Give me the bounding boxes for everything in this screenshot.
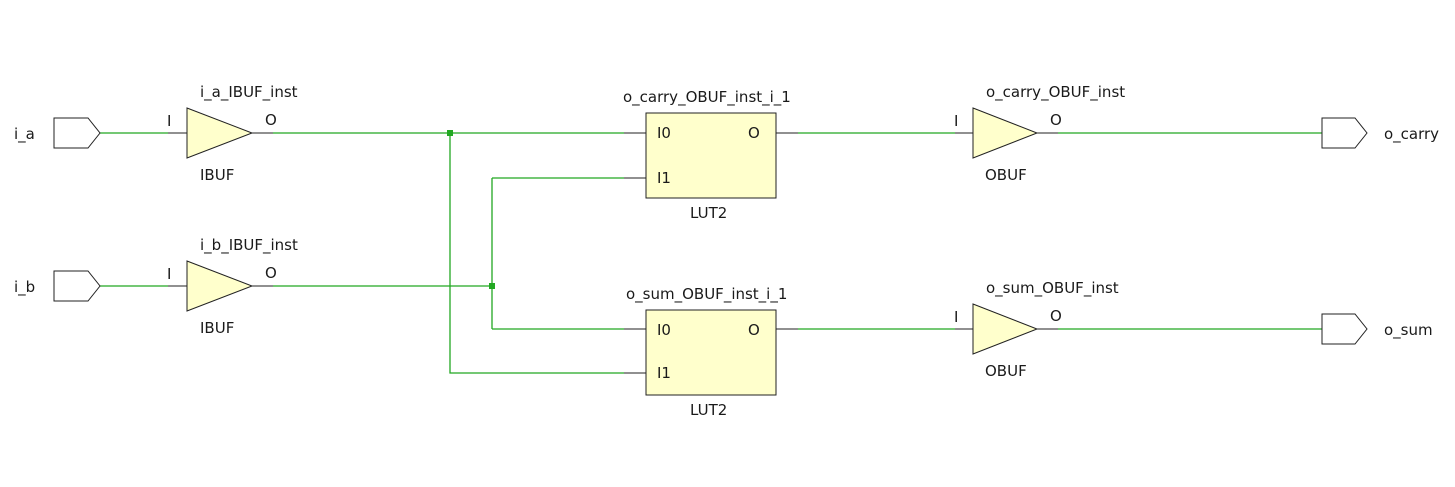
pin-label-out: O	[748, 321, 760, 339]
cell-instance-name: i_b_IBUF_inst	[200, 236, 298, 255]
pin-label-in: I	[954, 308, 958, 326]
pin-label-i1: I1	[657, 169, 671, 187]
lut-box	[645, 309, 777, 396]
input-port-i-b[interactable]: i_b	[14, 270, 101, 302]
junction-dot	[489, 283, 495, 289]
pin-label-in: I	[167, 265, 171, 283]
nets	[100, 130, 1322, 374]
buffer-triangle-icon	[972, 107, 1039, 159]
cell-o-sum-obuf-inst[interactable]: o_sum_OBUF_inst I O OBUF	[954, 279, 1119, 380]
cell-o-carry-obuf-inst[interactable]: o_carry_OBUF_inst I O OBUF	[954, 83, 1125, 184]
input-port-icon	[53, 270, 101, 302]
cell-instance-name: o_sum_OBUF_inst	[986, 279, 1119, 298]
cell-instance-name: o_sum_OBUF_inst_i_1	[626, 285, 787, 304]
port-label: o_carry	[1384, 125, 1439, 144]
pin-label-i0: I0	[657, 124, 671, 142]
output-port-o-sum[interactable]: o_sum	[1321, 313, 1433, 345]
cell-type-label: OBUF	[985, 362, 1027, 380]
input-port-icon	[53, 117, 101, 149]
pin-label-i0: I0	[657, 321, 671, 339]
net-i-b-ibuf-out[interactable]	[273, 177, 624, 330]
junction-dot	[447, 130, 453, 136]
cell-o-sum-lut2[interactable]: o_sum_OBUF_inst_i_1 I0 I1 O LUT2	[624, 285, 798, 419]
output-port-o-carry[interactable]: o_carry	[1321, 117, 1439, 149]
buffer-triangle-icon	[186, 107, 254, 159]
cell-o-carry-lut2[interactable]: o_carry_OBUF_inst_i_1 I0 I1 O LUT2	[623, 88, 798, 222]
output-port-icon	[1321, 313, 1368, 345]
pin-label-i1: I1	[657, 364, 671, 382]
pin-label-out: O	[1050, 111, 1062, 129]
buffer-triangle-icon	[186, 260, 254, 312]
cell-instance-name: o_carry_OBUF_inst_i_1	[623, 88, 791, 107]
cell-i-b-ibuf-inst[interactable]: i_b_IBUF_inst I O IBUF	[167, 236, 298, 337]
pin-label-out: O	[265, 264, 277, 282]
cell-type-label: LUT2	[690, 401, 727, 419]
cell-type-label: OBUF	[985, 166, 1027, 184]
cell-i-a-ibuf-inst[interactable]: i_a_IBUF_inst I O IBUF	[167, 83, 298, 184]
pin-label-in: I	[167, 112, 171, 130]
cell-type-label: LUT2	[690, 204, 727, 222]
net-i-a-ibuf-out[interactable]	[273, 132, 624, 374]
cell-instance-name: i_a_IBUF_inst	[200, 83, 298, 102]
pin-label-out: O	[1050, 307, 1062, 325]
cell-type-label: IBUF	[200, 319, 234, 337]
buffer-triangle-icon	[972, 303, 1039, 355]
port-label: i_a	[14, 125, 35, 144]
pin-label-out: O	[748, 124, 760, 142]
cell-type-label: IBUF	[200, 166, 234, 184]
output-port-icon	[1321, 117, 1368, 149]
port-label: o_sum	[1384, 321, 1433, 340]
pin-label-out: O	[265, 111, 277, 129]
lut-box	[645, 112, 777, 199]
cell-instance-name: o_carry_OBUF_inst	[986, 83, 1125, 102]
pin-label-in: I	[954, 112, 958, 130]
input-port-i-a[interactable]: i_a	[14, 117, 101, 149]
port-label: i_b	[14, 278, 35, 297]
